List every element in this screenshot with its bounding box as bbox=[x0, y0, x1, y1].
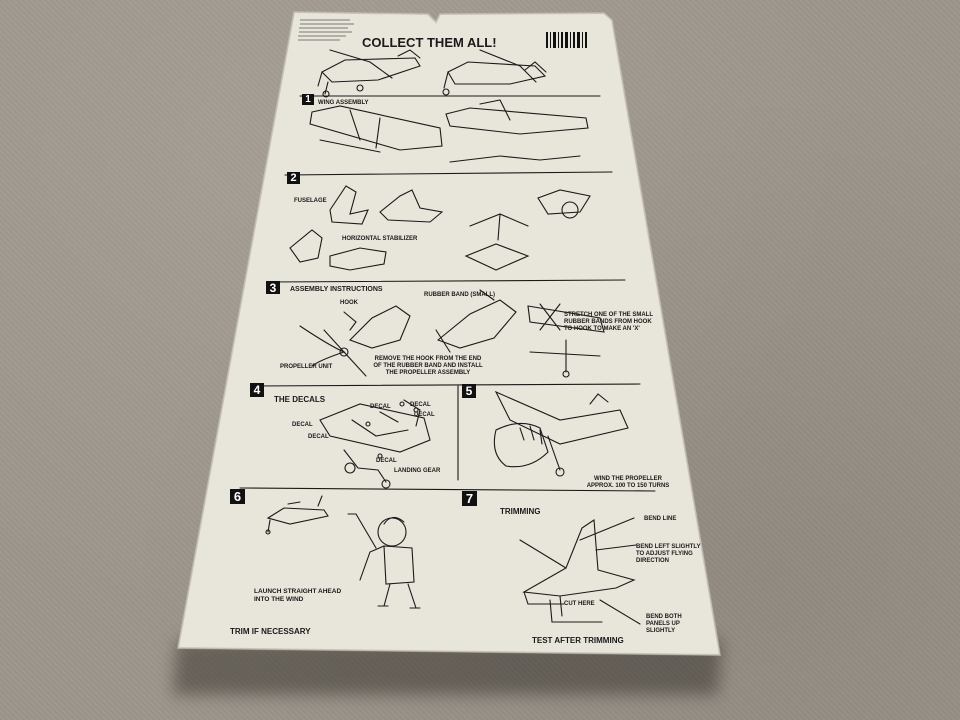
section-7-title: TRIMMING bbox=[500, 507, 541, 516]
decal-label-1: DECAL bbox=[370, 404, 391, 410]
barcode bbox=[546, 32, 587, 48]
boy-drawing bbox=[347, 513, 421, 609]
section-4-title: THE DECALS bbox=[274, 395, 326, 404]
test-after-trimming-label: TEST AFTER TRIMMING bbox=[532, 636, 624, 645]
sheet-title: COLLECT THEM ALL! bbox=[362, 35, 497, 50]
step-number-2: 2 bbox=[287, 173, 300, 184]
decal-label-6: DECAL bbox=[376, 458, 397, 464]
plane-drawing-top-right bbox=[442, 49, 547, 96]
tail-trimming-drawing bbox=[519, 517, 641, 625]
bend-both-label: BEND BOTH PANELS UP SLIGHTLY bbox=[646, 614, 682, 635]
stretch-band-drawing bbox=[527, 303, 605, 378]
fuselage-label: FUSELAGE bbox=[294, 198, 327, 204]
hook-label: HOOK bbox=[340, 300, 358, 306]
decal-plane-drawing bbox=[319, 399, 431, 489]
step-number-1: 1 bbox=[302, 95, 314, 105]
rubber-band-drawing bbox=[435, 289, 517, 353]
decal-label-4: DECAL bbox=[292, 422, 313, 428]
decal-label-3: DECAL bbox=[414, 412, 435, 418]
small-print-block bbox=[298, 19, 354, 41]
winding-hand-drawing bbox=[493, 390, 629, 477]
bend-line-label: BEND LINE bbox=[644, 516, 677, 522]
decal-label-2: DECAL bbox=[410, 402, 431, 408]
landing-gear-label: LANDING GEAR bbox=[394, 468, 441, 474]
propeller-unit-label: PROPELLER UNIT bbox=[280, 364, 333, 370]
step-number-4: 4 bbox=[250, 384, 264, 396]
propeller-unit-drawing bbox=[299, 305, 411, 377]
wing-assembly-drawing bbox=[309, 105, 443, 153]
fuselage-drawings bbox=[289, 185, 591, 271]
plane-drawing-top-left bbox=[317, 49, 421, 98]
wind-propeller-label: WIND THE PROPELLER APPROX. 100 TO 150 TU… bbox=[586, 476, 670, 489]
stretch-band-label: STRETCH ONE OF THE SMALL RUBBER BANDS FR… bbox=[564, 312, 653, 332]
step-number-6: 6 bbox=[230, 490, 245, 503]
horizontal-stabilizer-label: HORIZONTAL STABILIZER bbox=[342, 236, 418, 242]
launch-plane-drawing bbox=[265, 495, 329, 535]
step-number-5: 5 bbox=[462, 385, 476, 397]
trim-if-necessary-label: TRIM IF NECESSARY bbox=[230, 627, 311, 636]
bend-left-label: BEND LEFT SLIGHTLY TO ADJUST FLYING DIRE… bbox=[636, 544, 701, 565]
wing-assembly-label: WING ASSEMBLY bbox=[318, 100, 369, 106]
launch-label: LAUNCH STRAIGHT AHEAD INTO THE WIND bbox=[254, 588, 342, 603]
decal-label-5: DECAL bbox=[308, 434, 329, 440]
section-3-title: ASSEMBLY INSTRUCTIONS bbox=[290, 286, 383, 293]
cut-here-label: CUT HERE bbox=[564, 601, 595, 607]
wing-drawing-right bbox=[445, 99, 589, 163]
remove-hook-label: REMOVE THE HOOK FROM THE END OF THE RUBB… bbox=[373, 356, 483, 376]
rubber-band-label: RUBBER BAND (SMALL) bbox=[424, 292, 495, 298]
step-number-7: 7 bbox=[462, 492, 477, 505]
step-number-3: 3 bbox=[266, 282, 280, 294]
